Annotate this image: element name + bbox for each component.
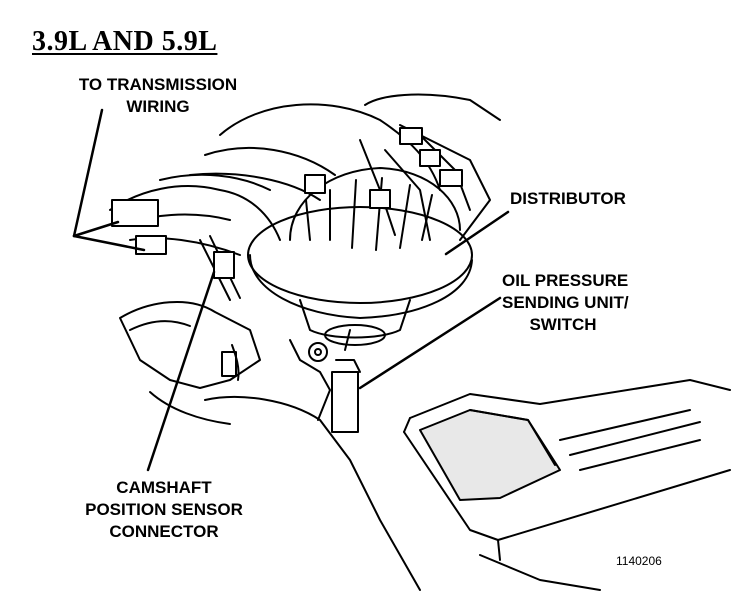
label-line: WIRING bbox=[126, 97, 190, 116]
label-line: TO TRANSMISSION bbox=[78, 75, 238, 94]
leader-oil bbox=[358, 296, 502, 390]
leader-camshaft bbox=[146, 270, 216, 472]
leader-transmission-3 bbox=[72, 234, 146, 252]
wiring-harness bbox=[109, 185, 281, 241]
label-line: SENDING UNIT/ bbox=[502, 293, 629, 312]
leader-distributor bbox=[444, 210, 510, 256]
oil-sender-shape bbox=[331, 371, 359, 433]
figure-number: 1140206 bbox=[616, 554, 662, 568]
label-distributor: DISTRIBUTOR bbox=[510, 188, 626, 210]
leader-transmission-2 bbox=[72, 220, 120, 238]
figure-title: 3.9L AND 5.9L bbox=[32, 26, 218, 57]
camshaft-connector-shape bbox=[213, 251, 235, 279]
label-line: POSITION SENSOR bbox=[85, 500, 243, 519]
label-line: CONNECTOR bbox=[109, 522, 219, 541]
leader-transmission-1 bbox=[72, 108, 104, 238]
label-camshaft-position-sensor-connector: CAMSHAFT POSITION SENSOR CONNECTOR bbox=[68, 477, 260, 543]
label-line: OIL PRESSURE bbox=[502, 271, 629, 290]
distributor-cap bbox=[289, 167, 461, 241]
label-line: SWITCH bbox=[529, 315, 597, 334]
label-transmission-wiring: TO TRANSMISSION WIRING bbox=[58, 74, 258, 118]
label-oil-pressure-sending-unit: OIL PRESSURE SENDING UNIT/ SWITCH bbox=[502, 270, 629, 336]
valve-cover bbox=[409, 379, 731, 419]
label-line: CAMSHAFT bbox=[116, 478, 212, 497]
label-line: DISTRIBUTOR bbox=[510, 189, 626, 208]
distributor-base bbox=[247, 206, 473, 304]
intake-manifold bbox=[119, 301, 261, 389]
